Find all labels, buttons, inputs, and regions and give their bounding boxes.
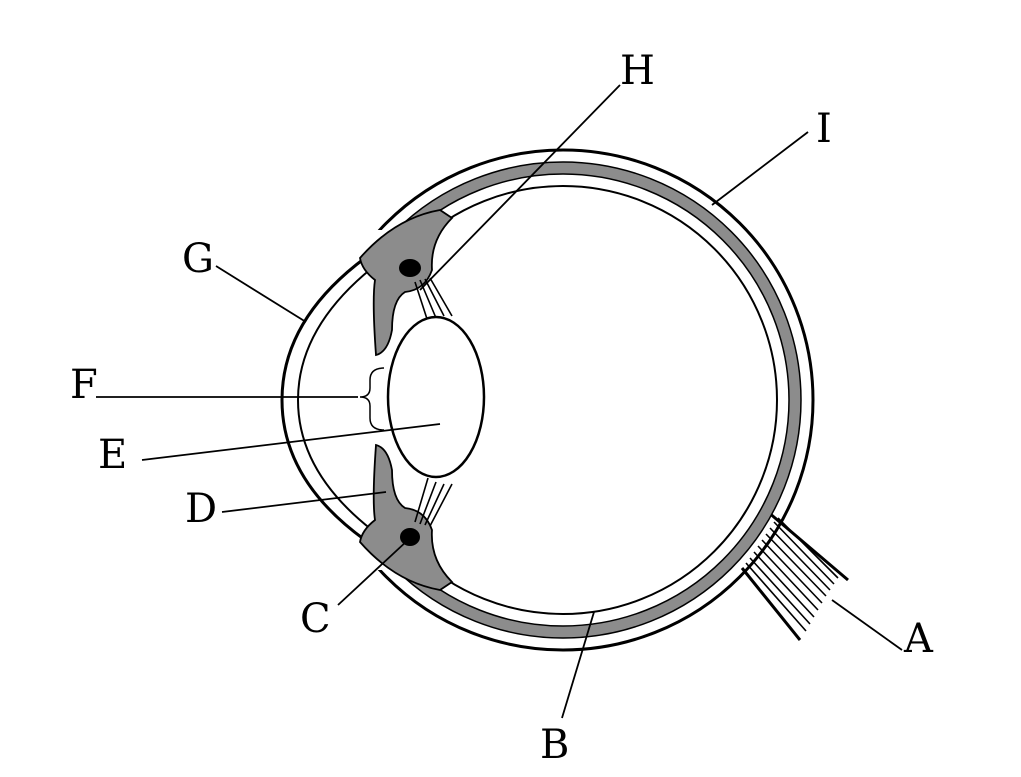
lower-iris-ciliary [359,443,454,591]
leader-line-H [419,84,621,291]
label-I: I [816,106,832,152]
suspensory-ligaments-upper [414,277,453,323]
leader-line-I [711,131,809,206]
pupil-bracket [359,367,385,431]
label-H: H [620,48,655,94]
suspensory-ligaments-lower [414,477,453,527]
label-A: A [903,616,934,662]
lens [386,315,486,479]
label-E: E [98,432,127,478]
leader-line-E [141,423,441,461]
leader-line-D [221,491,387,513]
label-B: B [540,722,569,768]
cornea [280,256,366,542]
optic-nerve-fibers [745,517,839,632]
label-C: C [300,596,331,642]
label-G: G [182,236,214,282]
leader-line-A [831,599,903,651]
upper-iris-ciliary [359,209,454,357]
leader-line-C [337,539,409,606]
label-D: D [185,486,217,532]
anterior-opening [296,230,450,570]
leader-lines [96,84,903,719]
lower-ciliary-muscle [400,528,420,546]
cornea-inner-edge [296,267,373,531]
upper-ciliary-muscle [399,259,421,277]
label-F: F [70,362,98,408]
leader-line-B [561,611,595,719]
leader-line-G [215,265,307,323]
